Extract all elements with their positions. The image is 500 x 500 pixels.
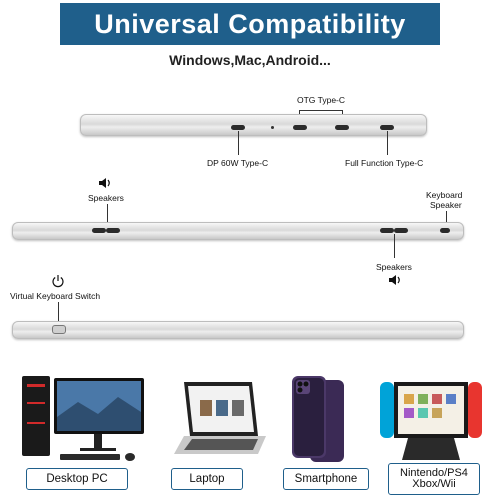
device-top-edge — [80, 114, 427, 136]
otg-bracket — [299, 110, 343, 111]
dp-label: DP 60W Type-C — [207, 158, 269, 168]
banner-title: Universal Compatibility — [94, 8, 406, 39]
device-side-edge — [12, 222, 464, 240]
device-label-text: Laptop — [189, 472, 225, 485]
full-leader — [387, 131, 388, 155]
subtitle: Windows,Mac,Android... — [169, 52, 331, 68]
device-label-text: Desktop PC — [46, 472, 108, 485]
speakers-left-label: Speakers — [88, 193, 124, 203]
laptop-icon — [174, 382, 266, 454]
device-label-desktop: Desktop PC — [26, 468, 128, 490]
keyboard-speaker-leader — [446, 211, 447, 225]
device-label-laptop: Laptop — [171, 468, 243, 490]
power-icon — [52, 275, 64, 288]
dp-port — [231, 125, 245, 130]
smartphone-icon — [292, 376, 344, 462]
full-function-label: Full Function Type-C — [345, 158, 424, 168]
otg-label: OTG Type-C — [297, 95, 346, 105]
virtual-keyboard-leader — [58, 302, 59, 324]
otg-port-1 — [293, 125, 307, 130]
otg-port-2 — [335, 125, 349, 130]
desktop-pc-icon — [22, 376, 144, 461]
device-bottom-edge — [12, 321, 464, 339]
speaker-grille-left-1 — [92, 228, 106, 233]
speaker-grille-left-2 — [106, 228, 120, 233]
keyboard-speaker-grille — [440, 228, 450, 233]
game-console-icon — [380, 382, 482, 460]
virtual-keyboard-switch — [52, 325, 66, 334]
device-label-text: Smartphone — [294, 472, 358, 485]
speaker-icon — [389, 275, 400, 285]
device-label-console: Nintendo/PS4 Xbox/Wii — [388, 463, 480, 495]
device-label-smartphone: Smartphone — [283, 468, 369, 490]
speaker-icon — [99, 178, 110, 188]
full-function-port — [380, 125, 394, 130]
device-label-text-line1: Nintendo/PS4 — [400, 467, 468, 479]
speakers-right-label: Speakers — [376, 262, 412, 272]
virtual-keyboard-label: Virtual Keyboard Switch — [10, 291, 101, 301]
indicator-dot — [271, 126, 274, 129]
keyboard-speaker-label-2: Speaker — [430, 200, 462, 210]
dp-leader — [238, 131, 239, 155]
keyboard-speaker-label-1: Keyboard — [426, 190, 463, 200]
speakers-left-leader — [107, 204, 108, 224]
speaker-grille-right-1 — [380, 228, 394, 233]
device-label-text-line2: Xbox/Wii — [412, 478, 456, 490]
title-banner: Universal Compatibility — [60, 3, 440, 45]
speaker-grille-right-2 — [394, 228, 408, 233]
speakers-right-leader — [394, 234, 395, 258]
